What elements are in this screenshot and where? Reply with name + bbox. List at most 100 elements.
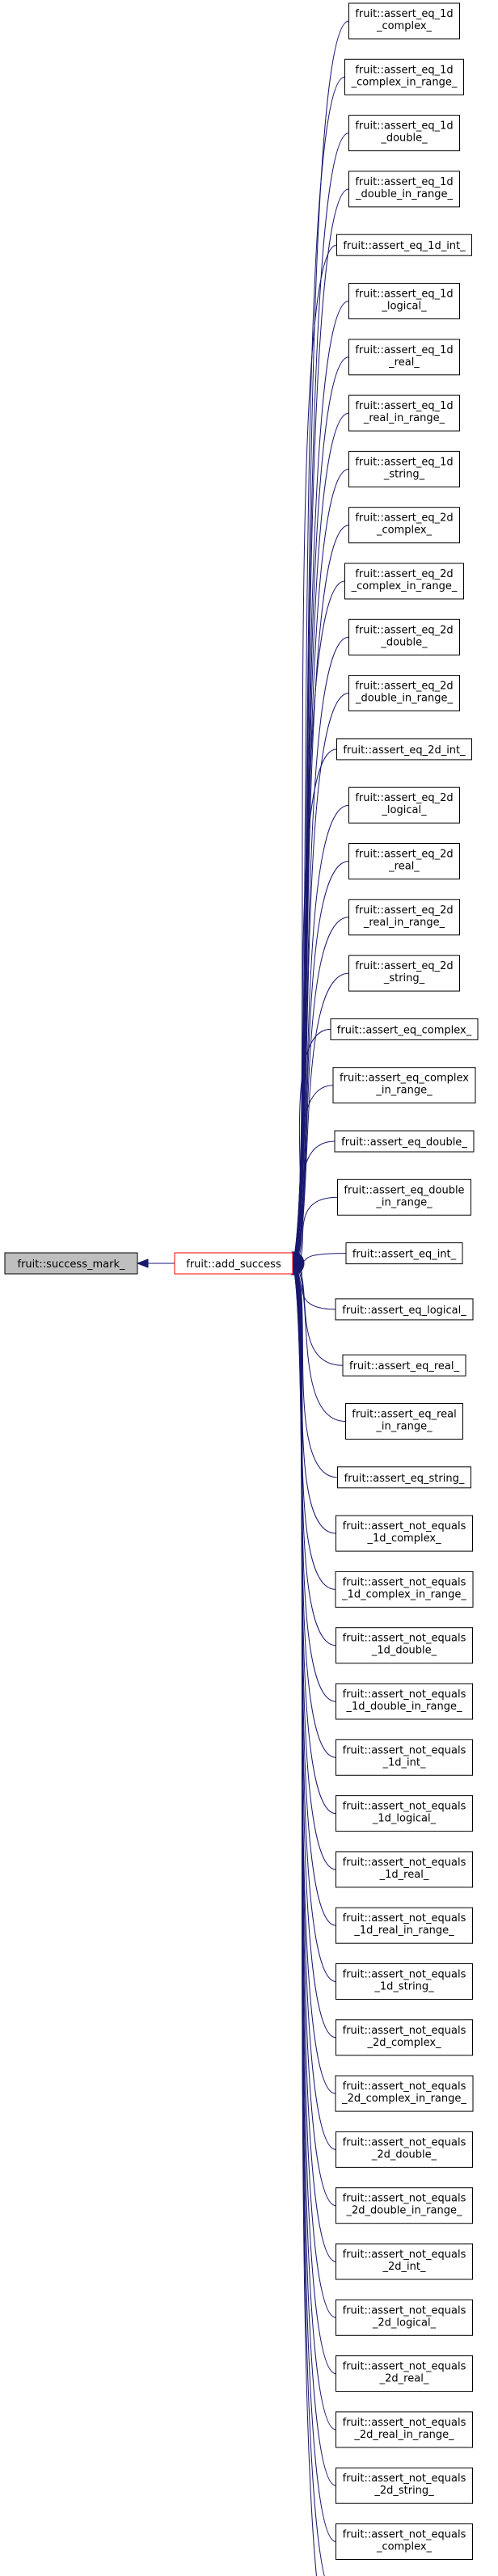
caller-node-assert-not-equals-1d-complex-in-range[interactable]: fruit::assert_not_equals_1d_complex_in_r… [335, 1570, 474, 1608]
caller-label-line: _logical_ [381, 301, 427, 313]
caller-node-assert-eq-1d-logical[interactable]: fruit::assert_eq_1d_logical_ [348, 283, 460, 319]
caller-node-assert-eq-1d-real[interactable]: fruit::assert_eq_1d_real_ [348, 339, 460, 376]
caller-node-assert-not-equals-2d-string[interactable]: fruit::assert_not_equals_2d_string_ [336, 2467, 473, 2504]
caller-node-assert-eq-2d-complex-in-range[interactable]: fruit::assert_eq_2d_complex_in_range_ [344, 563, 464, 600]
arrowhead-success-mark [136, 1258, 149, 1268]
caller-label-line: fruit::assert_eq_1d [355, 289, 453, 301]
caller-node-assert-not-equals-1d-string[interactable]: fruit::assert_not_equals_1d_string_ [336, 1963, 473, 2000]
root-node-label: fruit::success_mark_ [18, 1258, 125, 1271]
caller-node-assert-eq-2d-double[interactable]: fruit::assert_eq_2d_double_ [348, 618, 460, 656]
caller-label-line: fruit::assert_eq_1d [355, 120, 453, 133]
edge-assert-not-equals-2d-logical [292, 1263, 336, 2318]
caller-label-line: fruit::assert_eq_2d [355, 849, 453, 861]
caller-label-line: fruit::assert_not_equals [343, 2136, 466, 2148]
caller-label-line: _in_range_ [375, 1196, 433, 1208]
caller-label-line: _2d_logical_ [372, 2317, 437, 2329]
edge-assert-not-equals-2d-real [292, 1263, 336, 2375]
caller-label-line: fruit::assert_not_equals [343, 2529, 466, 2541]
caller-node-assert-eq-double[interactable]: fruit::assert_eq_double_ [334, 1130, 475, 1153]
caller-label-line: fruit::assert_not_equals [343, 2249, 466, 2261]
caller-node-assert-not-equals-1d-int[interactable]: fruit::assert_not_equals_1d_int_ [336, 1739, 473, 1776]
caller-label-line: _1d_string_ [374, 1981, 434, 1993]
root-node-success-mark[interactable]: fruit::success_mark_ [4, 1252, 138, 1275]
caller-node-assert-not-equals-2d-logical[interactable]: fruit::assert_not_equals_2d_logical_ [336, 2299, 473, 2336]
caller-node-assert-eq-1d-int[interactable]: fruit::assert_eq_1d_int_ [336, 234, 472, 256]
caller-label-line: fruit::assert_not_equals [343, 2081, 466, 2093]
caller-node-assert-eq-int[interactable]: fruit::assert_eq_int_ [345, 1242, 463, 1265]
caller-node-assert-eq-double-in-range[interactable]: fruit::assert_eq_double_in_range_ [337, 1178, 471, 1216]
caller-node-assert-eq-2d-real-in-range[interactable]: fruit::assert_eq_2d_real_in_range_ [348, 899, 460, 936]
caller-label-line: fruit::assert_not_equals [343, 1912, 466, 1925]
caller-node-assert-eq-1d-double[interactable]: fruit::assert_eq_1d_double_ [348, 115, 460, 152]
edge-assert-not-equals-2d-double-in-range [292, 1263, 336, 2207]
caller-label-line: fruit::assert_not_equals [343, 1744, 466, 1756]
caller-label-line: fruit::assert_eq_1d [355, 456, 453, 468]
caller-node-assert-eq-2d-real[interactable]: fruit::assert_eq_2d_real_ [348, 843, 460, 879]
caller-label-line: _string_ [383, 468, 425, 480]
caller-node-assert-eq-real-in-range[interactable]: fruit::assert_eq_real_in_range_ [345, 1403, 463, 1440]
caller-label-line: _1d_int_ [382, 1756, 426, 1769]
caller-label-line: _logical_ [381, 804, 427, 816]
caller-label-line: fruit::assert_eq_logical_ [342, 1305, 466, 1317]
caller-node-assert-eq-real[interactable]: fruit::assert_eq_real_ [342, 1354, 466, 1377]
caller-node-assert-eq-2d-string[interactable]: fruit::assert_eq_2d_string_ [348, 955, 460, 992]
caller-node-assert-eq-1d-complex-in-range[interactable]: fruit::assert_eq_1d_complex_in_range_ [344, 58, 464, 95]
caller-label-line: fruit::assert_not_equals [343, 2473, 466, 2485]
caller-node-assert-not-equals-1d-logical[interactable]: fruit::assert_not_equals_1d_logical_ [336, 1795, 473, 1832]
caller-label-line: _1d_real_ [379, 1869, 429, 1881]
caller-node-assert-not-equals-2d-complex-in-range[interactable]: fruit::assert_not_equals_2d_complex_in_r… [335, 2075, 474, 2112]
caller-node-assert-eq-1d-real-in-range[interactable]: fruit::assert_eq_1d_real_in_range_ [348, 394, 460, 432]
caller-node-assert-eq-2d-double-in-range[interactable]: fruit::assert_eq_2d_double_in_range_ [348, 675, 460, 712]
caller-node-assert-eq-logical[interactable]: fruit::assert_eq_logical_ [335, 1298, 474, 1321]
caller-node-assert-eq-2d-complex[interactable]: fruit::assert_eq_2d_complex_ [348, 507, 460, 544]
edge-assert-not-equals-double [292, 1263, 318, 2576]
caller-node-assert-eq-1d-double-in-range[interactable]: fruit::assert_eq_1d_double_in_range_ [348, 171, 460, 208]
caller-node-assert-not-equals-1d-double-in-range[interactable]: fruit::assert_not_equals_1d_double_in_ra… [336, 1683, 473, 1720]
caller-node-assert-not-equals-2d-complex[interactable]: fruit::assert_not_equals_2d_complex_ [336, 2019, 473, 2056]
caller-node-assert-not-equals-1d-real-in-range[interactable]: fruit::assert_not_equals_1d_real_in_rang… [336, 1907, 473, 1944]
caller-node-assert-eq-complex-in-range[interactable]: fruit::assert_eq_complex_in_range_ [332, 1067, 476, 1104]
caller-label-line: fruit::assert_eq_1d_int_ [343, 240, 466, 252]
caller-node-assert-eq-2d-logical[interactable]: fruit::assert_eq_2d_logical_ [348, 786, 460, 824]
caller-label-line: fruit::assert_eq_2d [355, 960, 453, 972]
edge-assert-not-equals-2d-real-in-range [292, 1263, 336, 2431]
caller-label-line: _complex_ [376, 525, 433, 537]
caller-node-assert-not-equals-1d-double[interactable]: fruit::assert_not_equals_1d_double_ [336, 1627, 473, 1664]
caller-node-assert-not-equals-complex[interactable]: fruit::assert_not_equals_complex_ [336, 2523, 473, 2560]
caller-node-assert-eq-1d-string[interactable]: fruit::assert_eq_1d_string_ [348, 450, 460, 487]
caller-label-line: fruit::assert_not_equals [343, 1633, 466, 1645]
caller-node-assert-not-equals-1d-real[interactable]: fruit::assert_not_equals_1d_real_ [336, 1851, 473, 1888]
edge-assert-eq-real-in-range [292, 1263, 346, 1422]
caller-node-assert-not-equals-2d-double[interactable]: fruit::assert_not_equals_2d_double_ [336, 2131, 473, 2168]
caller-node-assert-not-equals-2d-int[interactable]: fruit::assert_not_equals_2d_int_ [336, 2243, 473, 2280]
edge-assert-eq-double [292, 1140, 336, 1264]
edge-assert-eq-complex-in-range [292, 1085, 334, 1264]
caller-label-line: fruit::assert_not_equals [343, 2304, 466, 2317]
edge-assert-not-equals-complex-in-range [292, 1263, 325, 2576]
edge-assert-not-equals-2d-double [292, 1263, 336, 2150]
caller-node-assert-eq-2d-int[interactable]: fruit::assert_eq_2d_int_ [336, 738, 472, 761]
caller-label-line: fruit::assert_eq_2d [355, 904, 453, 917]
caller-label-line: _complex_in_range_ [351, 580, 458, 592]
caller-label-line: _real_in_range_ [363, 412, 445, 424]
caller-node-assert-not-equals-1d-complex[interactable]: fruit::assert_not_equals_1d_complex_ [336, 1515, 473, 1552]
caller-label-line: fruit::assert_eq_2d [355, 681, 453, 693]
caller-node-assert-not-equals-2d-real-in-range[interactable]: fruit::assert_not_equals_2d_real_in_rang… [336, 2411, 473, 2448]
caller-label-line: _2d_real_in_range_ [353, 2429, 454, 2441]
caller-label-line: fruit::assert_eq_1d [355, 64, 453, 76]
caller-label-line: fruit::assert_not_equals [343, 2417, 466, 2429]
edge-assert-eq-2d-int [292, 748, 337, 1264]
caller-label-line: _2d_double_ [371, 2148, 437, 2161]
caller-label-line: fruit::assert_not_equals [343, 2025, 466, 2037]
caller-label-line: fruit::assert_not_equals [343, 2361, 466, 2373]
edge-assert-eq-string [292, 1263, 338, 1478]
caller-label-line: _2d_string_ [374, 2485, 434, 2497]
caller-node-assert-eq-complex[interactable]: fruit::assert_eq_complex_ [330, 1018, 479, 1040]
caller-label-line: _1d_complex_in_range_ [341, 1588, 466, 1600]
hub-node-add-success[interactable]: fruit::add_success [174, 1252, 293, 1275]
caller-node-assert-eq-1d-complex[interactable]: fruit::assert_eq_1d_complex_ [348, 2, 460, 40]
graph-edges [136, 20, 349, 2576]
caller-node-assert-not-equals-2d-real[interactable]: fruit::assert_not_equals_2d_real_ [336, 2355, 473, 2393]
caller-node-assert-not-equals-2d-double-in-range[interactable]: fruit::assert_not_equals_2d_double_in_ra… [336, 2187, 473, 2224]
caller-node-assert-eq-string[interactable]: fruit::assert_eq_string_ [337, 1466, 471, 1489]
